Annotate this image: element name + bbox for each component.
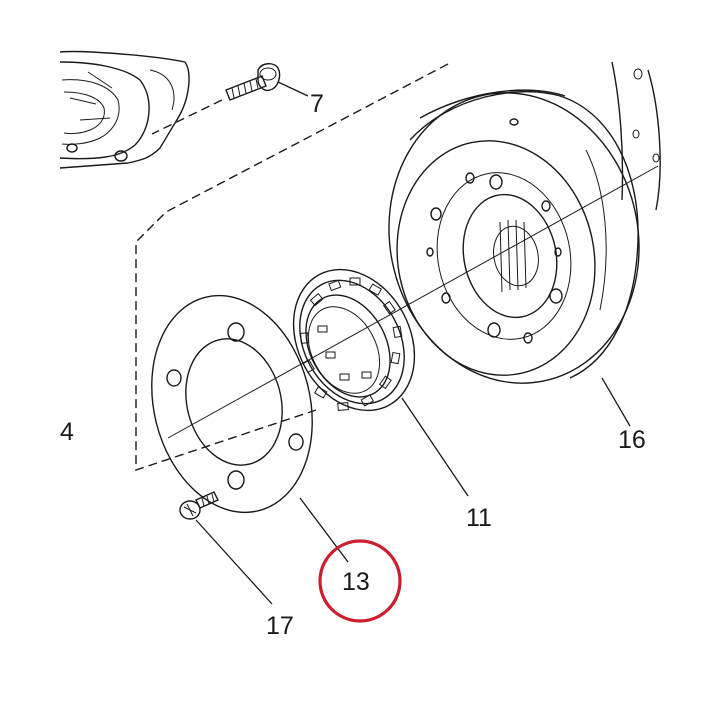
rotor-16	[388, 89, 640, 384]
label-part-16: 16	[618, 426, 646, 454]
leader-11	[401, 397, 469, 497]
leader-17	[195, 519, 273, 605]
sprag-clutch-11	[292, 268, 416, 412]
stator-partial	[611, 61, 661, 211]
assembly-boundary-4	[135, 63, 449, 471]
flange-plate-13	[151, 294, 313, 514]
engine-casing	[59, 50, 190, 169]
leader-16	[601, 377, 631, 427]
leader-7	[277, 81, 309, 97]
highlight-circle-13	[318, 539, 402, 623]
screw-17	[179, 491, 219, 520]
leader-13	[299, 497, 349, 563]
label-part-7: 7	[310, 90, 324, 118]
label-part-4: 4	[60, 418, 74, 446]
bolt-7	[225, 63, 281, 101]
center-axis	[167, 165, 659, 439]
label-part-11: 11	[466, 504, 492, 532]
label-part-17: 17	[266, 612, 294, 640]
label-part-13: 13	[342, 568, 370, 596]
